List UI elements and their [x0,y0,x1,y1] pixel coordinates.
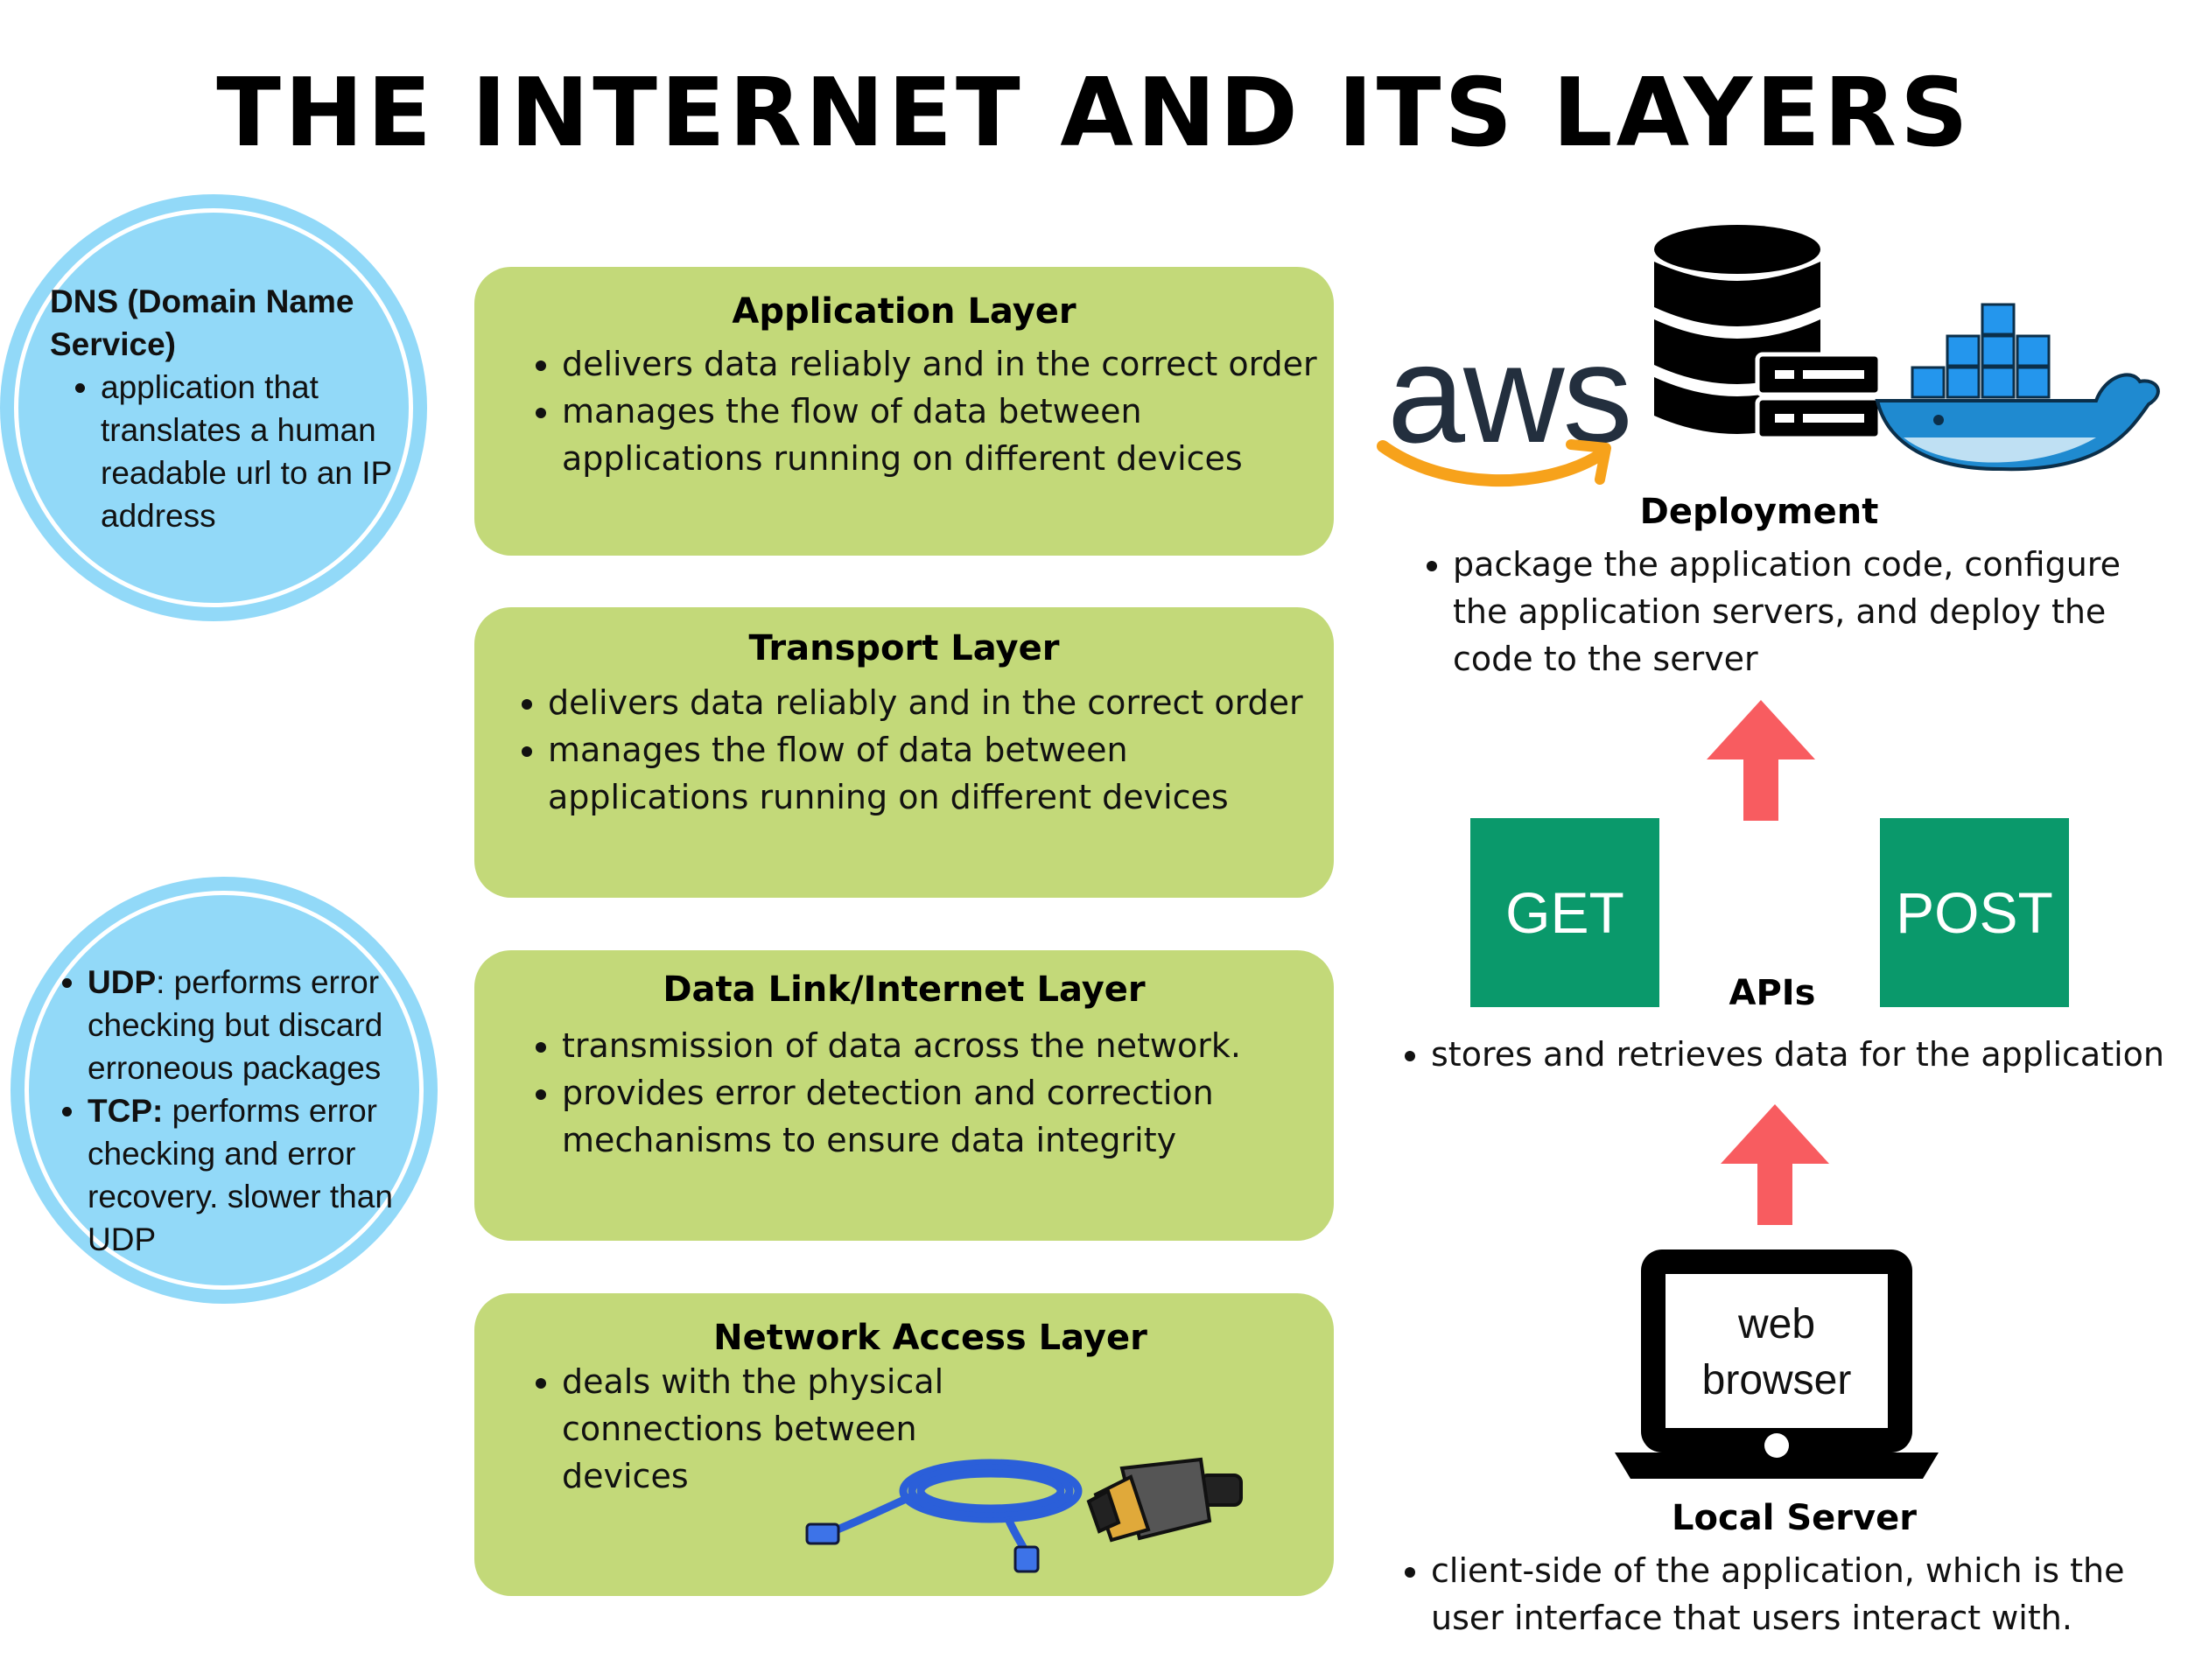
dns-heading: DNS (Domain Name Service) [50,284,354,362]
network-access-layer-card: Network Access Layer deals with the phys… [474,1293,1334,1596]
application-layer-bullet-2: manages the flow of data between applica… [562,388,1334,482]
tcp-item: TCP: performs error checking and error r… [88,1089,420,1261]
tcp-text: performs error checking and error recove… [88,1093,393,1257]
get-box: GET [1470,818,1659,1007]
udp-item: UDP: performs error checking but discard… [88,961,420,1089]
transport-layer-title: Transport Layer [748,628,1060,668]
dns-circle [0,194,427,621]
data-link-layer-bullet-1: transmission of data across the network. [562,1022,1334,1069]
transport-layer-card: Transport Layer delivers data reliably a… [474,607,1334,898]
protocols-text: UDP: performs error checking but discard… [35,961,420,1261]
hdmi-cable-icon [1086,1457,1243,1543]
udp-text: : performs error checking but discard er… [88,964,383,1086]
application-layer-card: Application Layer delivers data reliably… [474,267,1334,556]
application-layer-title: Application Layer [732,291,1076,332]
ethernet-cable-icon [805,1459,1083,1573]
database-server-icon [1654,225,1882,441]
dns-bullet: application that translates a human read… [101,366,417,537]
laptop-icon [1615,1250,1939,1479]
network-access-layer-bullet-1: deals with the physical connections betw… [562,1358,1052,1500]
laptop-screen-text: web browser [1666,1297,1888,1409]
apis-title: APIs [1729,973,1816,1013]
deployment-text: package the application code, configure … [1400,541,2153,682]
screen-line-2: browser [1701,1357,1852,1404]
apis-bullet: stores and retrieves data for the applic… [1431,1031,2166,1078]
apis-text: stores and retrieves data for the applic… [1378,1031,2166,1078]
aws-smile-icon [1377,439,1611,487]
udp-label: UDP [88,964,157,1000]
application-layer-bullet-1: delivers data reliably and in the correc… [562,340,1334,388]
page-title: THE INTERNET AND ITS LAYERS [216,59,1972,168]
docker-whale-icon [1875,303,2160,472]
tcp-label: TCP: [88,1093,164,1129]
data-link-layer-title: Data Link/Internet Layer [663,970,1146,1010]
transport-layer-bullet-1: delivers data reliably and in the correc… [548,679,1334,726]
local-server-bullet: client-side of the application, which is… [1431,1547,2149,1642]
local-server-text: client-side of the application, which is… [1378,1547,2149,1642]
deployment-bullet: package the application code, configure … [1453,541,2153,682]
local-server-title: Local Server [1672,1498,1917,1538]
network-access-layer-title: Network Access Layer [713,1318,1147,1358]
protocols-circle [11,877,438,1304]
dns-text: DNS (Domain Name Service) application th… [50,280,417,537]
post-box: POST [1880,818,2069,1007]
up-arrow-icon [1707,700,1815,821]
screen-line-1: web [1737,1301,1816,1348]
aws-logo: aws [1387,315,1633,472]
deployment-title: Deployment [1639,492,1879,532]
data-link-layer-bullet-2: provides error detection and correction … [562,1069,1334,1164]
up-arrow-icon [1721,1104,1829,1225]
data-link-layer-card: Data Link/Internet Layer transmission of… [474,950,1334,1241]
transport-layer-bullet-2: manages the flow of data between applica… [548,726,1334,821]
